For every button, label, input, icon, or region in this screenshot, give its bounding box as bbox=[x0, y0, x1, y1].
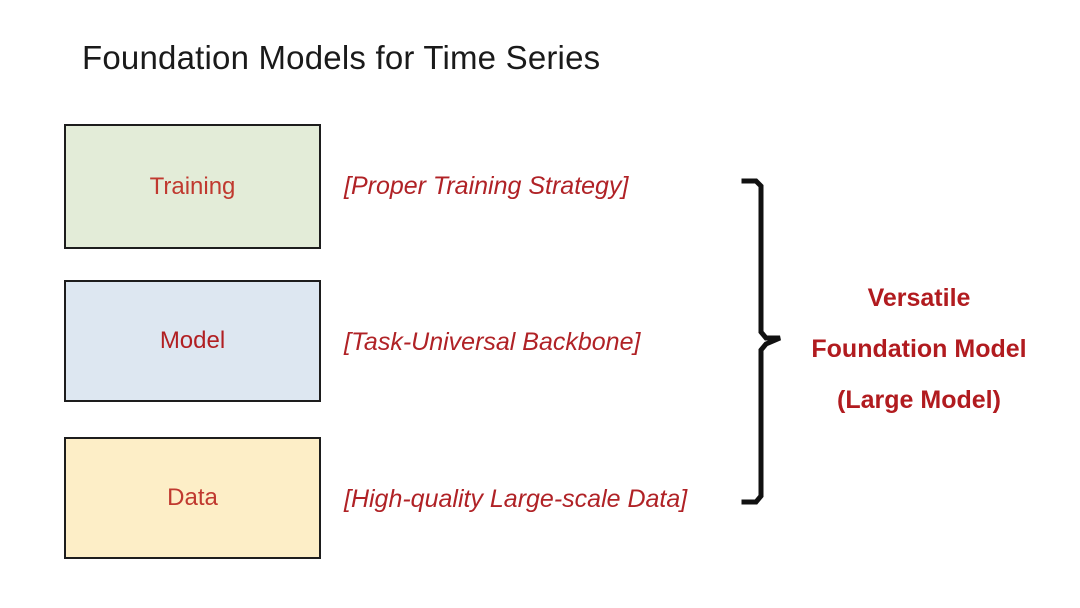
descriptor-data: [High-quality Large-scale Data] bbox=[344, 485, 688, 513]
conclusion-line-2: Foundation Model bbox=[811, 335, 1027, 363]
conclusion-line-3: (Large Model) bbox=[837, 386, 1001, 414]
pillar-label-training: Training bbox=[149, 172, 236, 200]
conclusion-text: Versatile Foundation Model (Large Model) bbox=[788, 273, 1050, 426]
pillar-box-training[interactable]: Training bbox=[64, 124, 321, 249]
pillar-label-data: Data bbox=[167, 484, 218, 511]
pillar-box-data[interactable]: Data bbox=[64, 437, 321, 559]
descriptor-model: [Task-Universal Backbone] bbox=[344, 328, 641, 356]
descriptor-training: [Proper Training Strategy] bbox=[344, 172, 629, 200]
right-curly-brace-icon bbox=[740, 172, 796, 512]
page-title: Foundation Models for Time Series bbox=[82, 39, 601, 76]
conclusion-line-1: Versatile bbox=[867, 284, 971, 312]
pillar-label-model: Model bbox=[159, 327, 226, 354]
pillar-box-model[interactable]: Model bbox=[64, 280, 321, 402]
